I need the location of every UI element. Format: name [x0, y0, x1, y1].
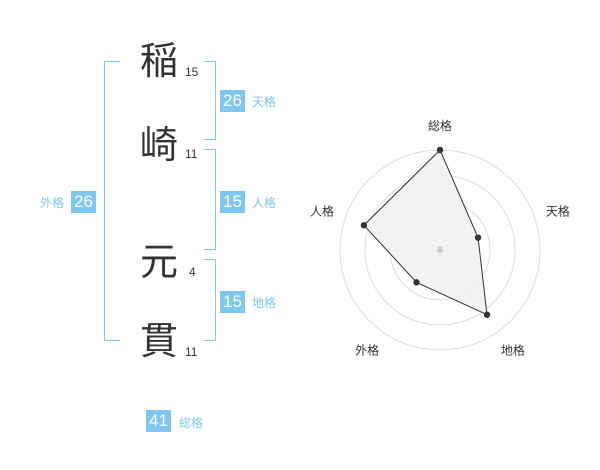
soukaku-value: 41 [146, 410, 171, 432]
stroke-count-2: 11 [185, 147, 198, 161]
radar-axis-label-4: 外格 [355, 342, 379, 357]
chikaku-label: 地格 [252, 296, 277, 310]
name-char-2: 崎 [140, 123, 179, 167]
chikaku-bracket [204, 259, 216, 341]
radar-point-3 [483, 311, 491, 318]
stroke-count-4: 11 [185, 345, 198, 359]
gaikaku-bracket [104, 61, 120, 341]
radar-point-4 [413, 279, 420, 286]
radar-polygon [363, 149, 488, 316]
radar-axis-label-2: 天格 [546, 204, 570, 219]
tenkaku-label: 天格 [252, 95, 277, 109]
stroke-count-1: 15 [185, 65, 199, 79]
jinkaku-value: 15 [220, 191, 245, 213]
radar-point-5 [360, 222, 368, 229]
stroke-count-3: 4 [189, 265, 196, 279]
tenkaku-value: 26 [220, 90, 245, 112]
tenkaku-bracket [204, 61, 216, 140]
radar-axis-label-5: 人格 [310, 204, 334, 219]
radar-point-2 [474, 234, 482, 241]
jinkaku-label: 人格 [252, 196, 277, 210]
radar-center-dot [437, 247, 443, 253]
gaikaku-label: 外格 [40, 196, 65, 210]
soukaku-label: 総格 [179, 416, 204, 430]
gaikaku-value: 26 [71, 191, 96, 213]
radar-axis-label-3: 地格 [501, 342, 525, 357]
name-char-1: 稲 [140, 39, 179, 83]
jinkaku-bracket [204, 149, 216, 250]
name-char-4: 貫 [140, 319, 179, 363]
radar-axis-label-1: 総格 [428, 118, 452, 133]
radar-point-1 [436, 146, 444, 154]
chikaku-value: 15 [220, 291, 245, 313]
name-char-3: 元 [140, 240, 179, 284]
